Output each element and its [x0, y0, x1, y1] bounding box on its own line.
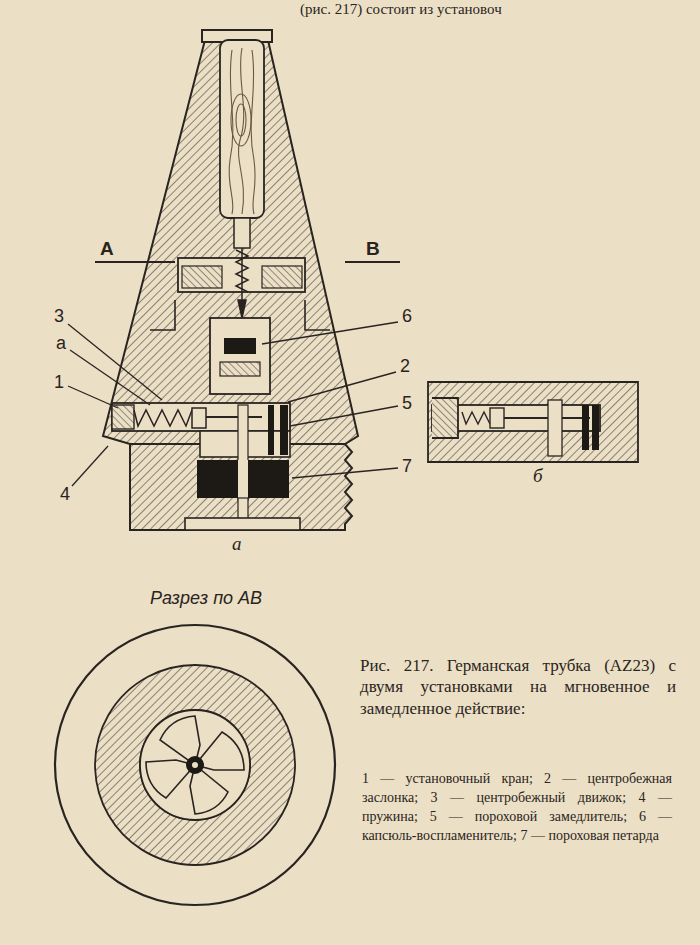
callout-number: 6	[402, 306, 412, 328]
section-mark: В	[366, 238, 380, 261]
callout-number: 5	[402, 393, 412, 415]
callout-number: 1	[54, 372, 64, 394]
view-letter: б	[533, 465, 543, 488]
callout-number: 3	[54, 306, 64, 328]
section-mark: А	[100, 238, 114, 261]
callout-number: 2	[400, 356, 410, 378]
cut-text-line: (рис. 217) состоит из установоч	[300, 0, 502, 18]
callout-number: 7	[402, 456, 412, 478]
section-title: Разрез по АВ	[150, 588, 262, 610]
callout-number: 4	[60, 484, 70, 506]
callout-letter: а	[56, 333, 66, 355]
parts-list: 1 — установочный кран; 2 — центробежная …	[362, 770, 672, 846]
view-letter: а	[232, 533, 242, 556]
figure-caption: Рис. 217. Германская трубка (AZ23) с дву…	[360, 655, 676, 719]
